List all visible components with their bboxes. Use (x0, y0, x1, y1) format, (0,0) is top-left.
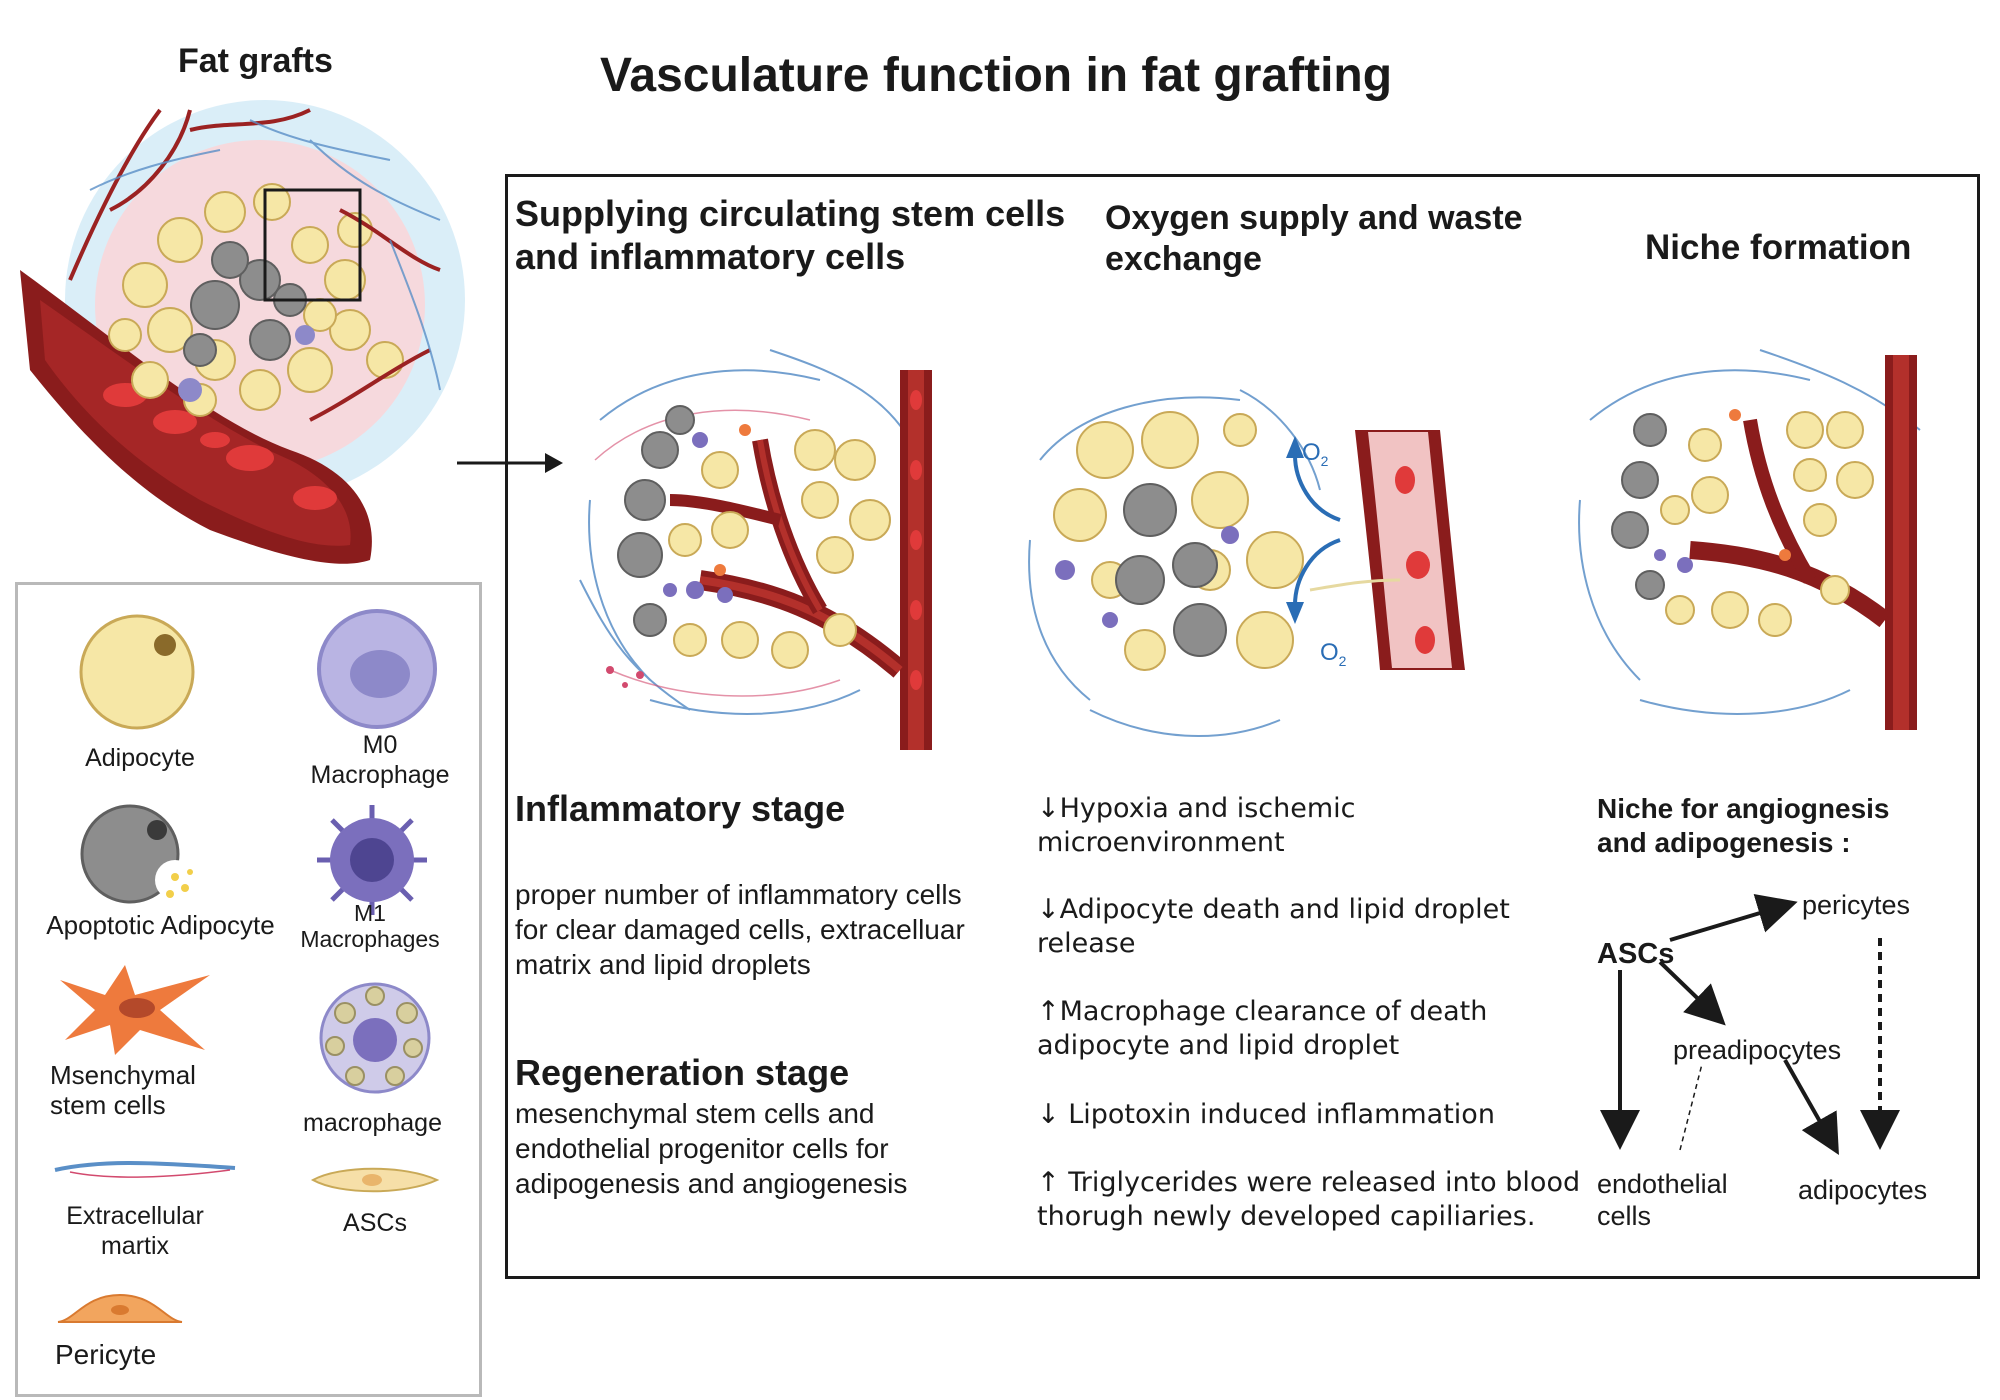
o2-top-label: O2 (1302, 439, 1329, 469)
inflammatory-illustration (579, 349, 932, 750)
legend-ascs-label: ASCs (343, 1209, 407, 1237)
legend-macrophage-icon (319, 982, 431, 1094)
regeneration-stage-heading: Regeneration stage (515, 1052, 850, 1093)
regeneration-stage-text: mesenchymal stem cells and endothelial p… (515, 1098, 908, 1199)
col3-heading: Niche formation (1645, 228, 1912, 267)
legend-m1-label: M1 Macrophages (300, 900, 440, 952)
flow-adipocytes: adipocytes (1798, 1175, 1928, 1205)
niche-heading: Niche for angiognesis and adipogenesis : (1597, 793, 1890, 858)
col2-item-2: ↓Adipocyte death and lipid droplet relea… (1037, 894, 1510, 959)
page-title: Vasculature function in fat grafting (600, 49, 1393, 102)
legend-adipocyte-label: Adipocyte (85, 744, 195, 772)
legend-m0-icon (317, 609, 437, 729)
zoom-arrow (457, 453, 563, 473)
fat-graft-illustration (20, 100, 465, 564)
flow-pericytes: pericytes (1802, 890, 1911, 920)
legend-apoptotic-icon (80, 804, 195, 904)
niche-illustration (1578, 349, 1921, 730)
col2-item-5: ↑ Triglycerides were released into blood… (1037, 1167, 1581, 1232)
legend-m0-label: M0 Macrophage (310, 731, 450, 789)
legend-ecm-icon (54, 1161, 236, 1178)
legend-pericyte-icon (57, 1293, 183, 1323)
arrow-ascs-preadipocytes (1658, 960, 1726, 1026)
flow-ascs: ASCs (1597, 938, 1675, 970)
legend-macrophage-label: macrophage (303, 1109, 442, 1137)
col2-item-1: ↓Hypoxia and ischemic microenvironment (1037, 793, 1356, 858)
col1-heading: Supplying circulating stem cells and inf… (515, 193, 1066, 277)
legend-apoptotic-label: Apoptotic Adipocyte (46, 910, 275, 940)
col2-heading: Oxygen supply and waste exchange (1105, 199, 1523, 278)
inflammatory-stage-heading: Inflammatory stage (515, 788, 846, 829)
flow-preadipocytes: preadipocytes (1673, 1035, 1842, 1065)
legend-box (15, 582, 482, 1397)
legend-msc-icon (60, 965, 210, 1055)
legend-ecm-label: Extracellular martix (66, 1202, 204, 1260)
legend-msc-label: Msenchymal stem cells (50, 1060, 196, 1120)
fat-grafts-label: Fat grafts (178, 42, 333, 80)
legend-pericyte-label: Pericyte (55, 1339, 157, 1370)
arrow-ascs-pericytes (1669, 894, 1798, 942)
legend-ascs-icon (310, 1167, 440, 1193)
main-panel (505, 174, 1980, 1279)
o2-bottom-label: O2 (1320, 639, 1347, 669)
oxygen-illustration: O2 O2 (1028, 389, 1465, 737)
legend-m1-icon (317, 805, 427, 915)
col2-item-4: ↓ Lipotoxin induced inflammation (1037, 1099, 1495, 1130)
arrow-preadipocytes-adipocytes (1783, 1059, 1839, 1155)
col2-item-3: ↑Macrophage clearance of death adipocyte… (1037, 996, 1488, 1061)
legend-adipocyte-icon (79, 614, 195, 730)
flow-endothelial: endothelial cells (1597, 1169, 1728, 1231)
inflammatory-stage-text: proper number of inflammatory cells for … (515, 879, 965, 980)
niche-flow-diagram (1600, 894, 1900, 1155)
arrow-preadipocytes-endothelial (1679, 1063, 1703, 1151)
